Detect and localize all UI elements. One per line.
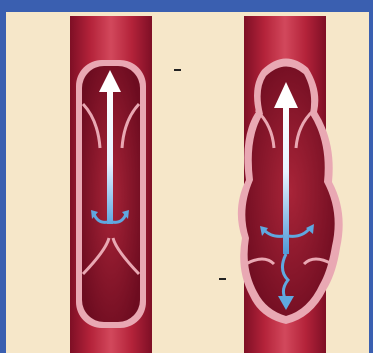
marker-dash-top bbox=[174, 69, 181, 71]
marker-dash-bottom bbox=[219, 278, 226, 280]
normal-vein bbox=[70, 16, 152, 353]
diagram-panel bbox=[6, 12, 369, 353]
vein-valve-diagram bbox=[6, 12, 369, 353]
